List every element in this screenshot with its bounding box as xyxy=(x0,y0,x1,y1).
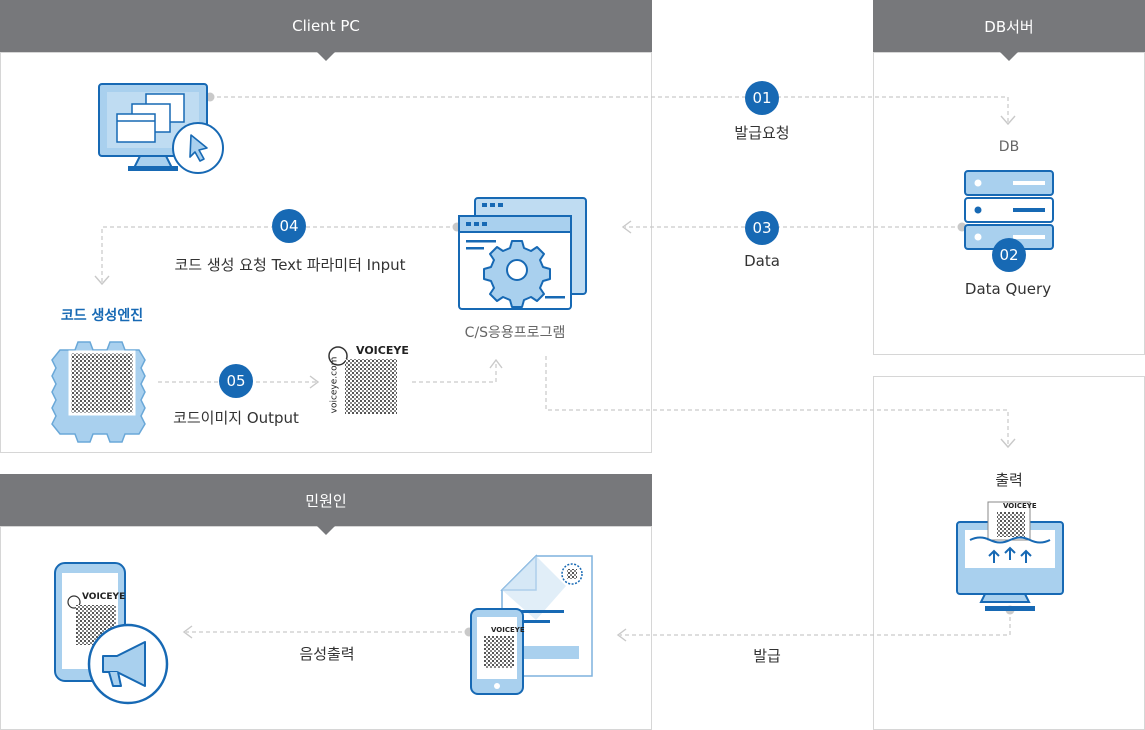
code-engine-label: 코드 생성엔진 xyxy=(60,308,144,324)
client-pc-header: Client PC xyxy=(0,0,652,61)
step-label-02: Data Query xyxy=(964,280,1052,298)
voiceye-logo-text-print: VOICEYE xyxy=(1003,502,1037,510)
issue-label: 발급 xyxy=(753,647,781,665)
step-badge-04: 04 xyxy=(272,209,306,243)
print-label: 출력 xyxy=(995,471,1023,489)
db-server-icon xyxy=(964,170,1054,250)
step-label-04: 코드 생성 요청 Text 파라미터 Input xyxy=(174,256,406,274)
step-label-01: 발급요청 xyxy=(734,124,790,142)
step-label-03: Data xyxy=(744,252,780,270)
db-label: DB xyxy=(998,139,1020,155)
step-label-05: 코드이미지 Output xyxy=(173,409,299,427)
voiceye-logo-text-phone: VOICEYE xyxy=(82,592,126,602)
step-badge-01: 01 xyxy=(745,81,779,115)
voice-output-label: 음성출력 xyxy=(299,645,355,663)
applicant-header: 민원인 xyxy=(0,474,652,535)
client-monitor-icon xyxy=(98,83,224,174)
step-badge-02: 02 xyxy=(992,238,1026,272)
step-badge-05: 05 xyxy=(219,364,253,398)
step-badge-03: 03 xyxy=(745,211,779,245)
code-engine-icon xyxy=(51,341,146,443)
issued-document-icon xyxy=(470,554,593,695)
voice-output-phone-icon xyxy=(54,562,169,705)
connector-dots xyxy=(205,92,1015,637)
voiceye-logo-text-small: VOICEYE xyxy=(491,626,525,634)
cs-program-label: C/S응용프로그램 xyxy=(464,325,566,341)
arrow-heads xyxy=(94,115,1016,642)
voiceye-code-icon xyxy=(328,346,397,414)
cs-program-icon xyxy=(458,197,587,310)
voiceye-domain-text: voiceye.com xyxy=(329,356,340,414)
db-server-header: DB서버 xyxy=(873,0,1145,61)
print-monitor-icon xyxy=(956,501,1064,611)
voiceye-logo-text: VOICEYE xyxy=(356,344,409,357)
